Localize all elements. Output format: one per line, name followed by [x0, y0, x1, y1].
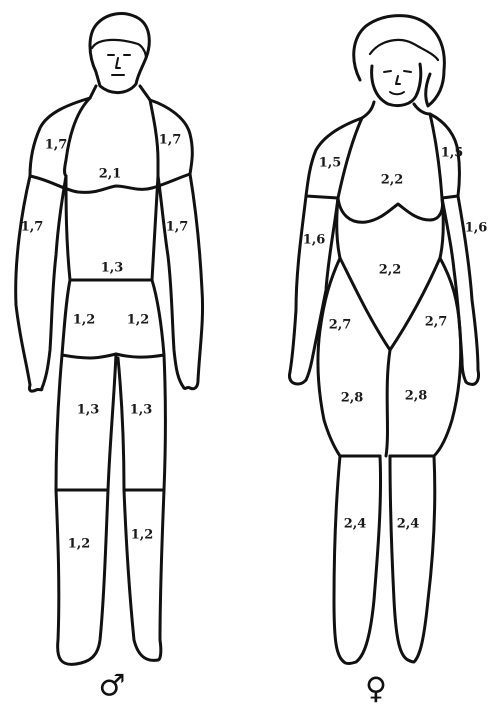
male-right-hand — [184, 380, 198, 389]
female-upper-arm-left-label: 1,5 — [319, 156, 342, 171]
female-right-shin-inner — [390, 456, 408, 660]
male-neck-left — [90, 86, 96, 98]
female-hair — [354, 16, 445, 106]
male-upper-arm-right-label: 1,7 — [159, 133, 182, 148]
female-thigh-right-label: 2,8 — [405, 389, 428, 404]
female-shin-left-label: 2,4 — [344, 517, 367, 532]
female-figure — [289, 16, 478, 664]
female-left-shoulder-cap — [306, 196, 338, 198]
male-torso-right — [152, 176, 158, 280]
male-torso-left — [66, 176, 70, 280]
male-hip-right-label: 1,2 — [127, 313, 150, 328]
female-center-line — [386, 350, 390, 456]
female-left-arm-outer — [290, 196, 306, 372]
female-left-shin-inner — [344, 456, 381, 664]
male-right-leg-outer — [158, 355, 166, 660]
female-left-hand — [289, 372, 306, 384]
male-hip-left — [62, 280, 70, 355]
female-forearm-right-label: 1,6 — [465, 221, 488, 236]
male-thigh-right-label: 1,3 — [130, 403, 153, 418]
male-right-armpit — [150, 100, 158, 176]
female-hip-left — [318, 258, 340, 456]
female-hip-left-label: 2,7 — [329, 318, 352, 333]
female-torso-right — [440, 198, 443, 258]
male-hair — [92, 40, 146, 58]
male-hip-left-label: 1,2 — [73, 313, 96, 328]
male-abdomen-label: 1,3 — [101, 261, 124, 276]
female-thigh-left-label: 2,8 — [341, 391, 364, 406]
male-upper-arm-left-label: 1,7 — [45, 138, 68, 153]
female-abdomen-label: 2,2 — [379, 263, 402, 278]
female-right-shoulder-cap — [442, 196, 458, 198]
female-mouth — [390, 92, 404, 94]
female-hip-right-label: 2,7 — [425, 315, 448, 330]
female-hair-fringe — [370, 40, 438, 60]
male-left-leg-outer — [56, 355, 76, 664]
male-hip-right — [152, 280, 164, 355]
female-chest-label: 2,2 — [381, 173, 404, 188]
female-left-armpit — [338, 118, 362, 198]
male-right-arm-outer — [190, 174, 203, 380]
female-right-shin-outer — [408, 456, 435, 662]
male-left-leg-inner — [76, 354, 116, 664]
male-nose — [116, 58, 120, 68]
male-neck-right — [140, 86, 150, 100]
female-eyes — [384, 71, 411, 72]
male-symbol: ♂ — [99, 669, 126, 704]
male-hip-bottom — [62, 354, 164, 358]
male-thigh-left-label: 1,3 — [77, 403, 100, 418]
male-left-hand — [29, 385, 42, 391]
female-neck-left — [362, 102, 374, 118]
female-bust-line — [338, 198, 443, 222]
female-nose — [396, 76, 400, 84]
male-chest-label: 2,1 — [99, 167, 122, 182]
female-shin-right-label: 2,4 — [397, 517, 420, 532]
female-symbol: ♀ — [365, 672, 387, 707]
male-shin-right-label: 1,2 — [131, 528, 154, 543]
male-forearm-right-label: 1,7 — [166, 220, 189, 235]
female-upper-arm-right-label: 1,5 — [441, 146, 464, 161]
male-left-arm-outer — [16, 176, 30, 385]
male-left-armpit — [65, 98, 91, 176]
female-left-shin-outer — [334, 456, 344, 662]
male-head — [90, 14, 149, 93]
female-left-arm-inner — [306, 198, 338, 380]
male-shin-left-label: 1,2 — [68, 537, 91, 552]
male-forearm-left-label: 1,7 — [21, 220, 44, 235]
female-forearm-left-label: 1,6 — [303, 233, 326, 248]
male-figure — [16, 14, 203, 665]
female-right-hand — [466, 370, 479, 384]
